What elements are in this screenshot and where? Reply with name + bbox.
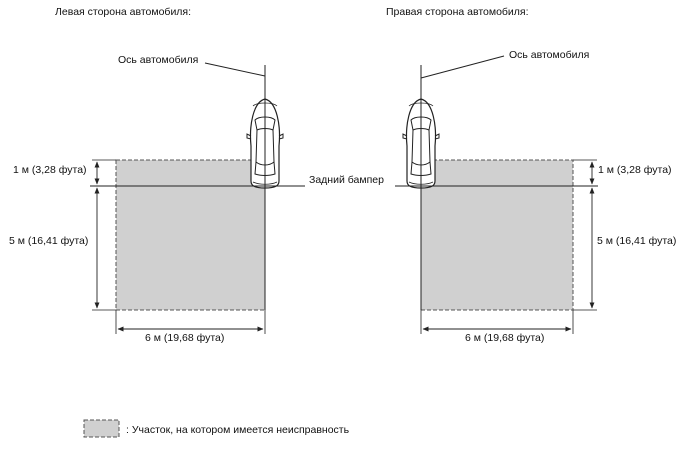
right-axis-leader	[420, 55, 505, 79]
left-axis-label: Ось автомобиля	[118, 54, 198, 66]
left-panel: Левая сторона автомобиля: Ось автомобиля…	[9, 6, 305, 344]
left-dim-side-label: 5 м (16,41 фута)	[9, 235, 88, 247]
left-dim-top-label: 1 м (3,28 фута)	[13, 164, 87, 176]
left-axis-leader	[204, 62, 266, 77]
left-panel-title: Левая сторона автомобиля:	[55, 6, 191, 18]
right-axis-label: Ось автомобиля	[509, 49, 589, 61]
right-panel: Правая сторона автомобиля: Ось автомобил…	[386, 6, 676, 344]
legend: : Участок, на котором имеется неисправно…	[83, 419, 350, 438]
right-dim-bottom-label: 6 м (19,68 фута)	[465, 332, 544, 344]
right-detection-zone	[420, 159, 574, 311]
left-detection-zone	[115, 159, 266, 311]
rear-bumper-label: Задний бампер	[309, 174, 384, 186]
right-dim-top-label: 1 м (3,28 фута)	[598, 164, 672, 176]
right-dim-side-label: 5 м (16,41 фута)	[597, 235, 676, 247]
legend-swatch	[83, 419, 120, 438]
legend-text: : Участок, на котором имеется неисправно…	[126, 424, 350, 436]
right-panel-title: Правая сторона автомобиля:	[386, 6, 529, 18]
left-dim-bottom-label: 6 м (19,68 фута)	[145, 332, 224, 344]
